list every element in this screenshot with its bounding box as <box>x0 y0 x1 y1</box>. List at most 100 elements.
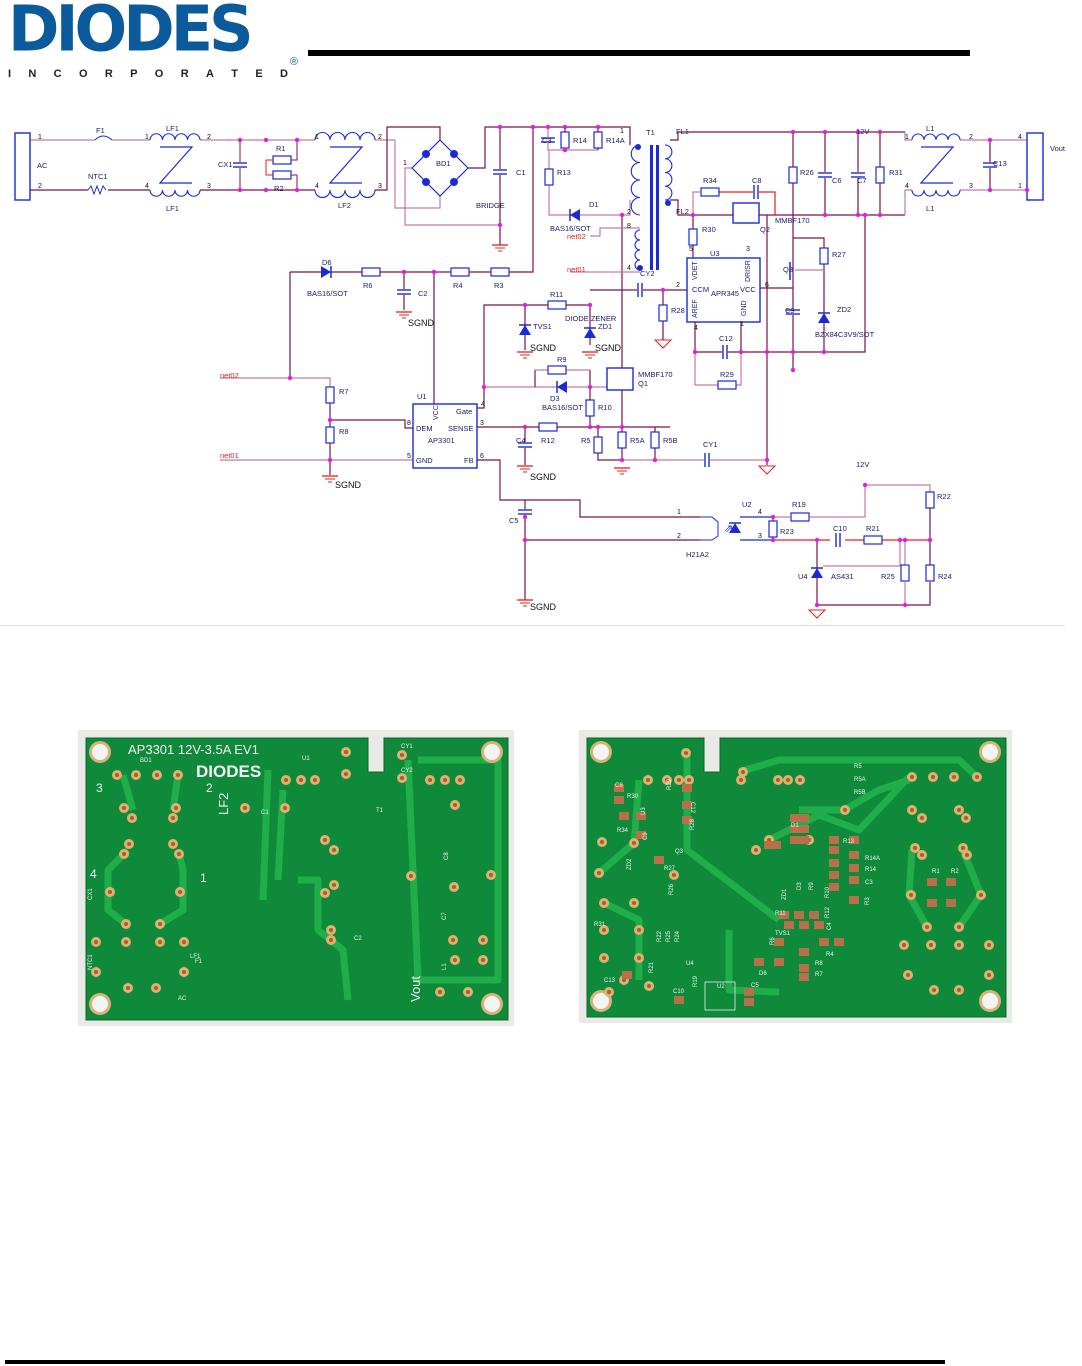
mounting-hole <box>484 744 500 760</box>
resistor-symbol <box>819 247 829 265</box>
drill-hole <box>174 806 178 810</box>
pcb-board <box>85 737 509 1021</box>
resistor-symbol <box>585 399 595 417</box>
resistor-symbol <box>875 166 885 184</box>
mosfet-q2 <box>732 202 760 224</box>
capacitor-symbol <box>818 172 832 178</box>
drill-hole <box>665 778 669 782</box>
diode-symbol <box>556 381 567 393</box>
silkscreen-text: 4 <box>90 867 97 881</box>
wire <box>904 189 912 215</box>
registered-mark: ® <box>290 56 299 68</box>
smd-pad <box>829 871 839 879</box>
pin-number: 1 <box>145 134 149 141</box>
silkscreen-text: T1 <box>376 808 384 814</box>
pin-number: 5 <box>689 246 693 253</box>
component-label: R11 <box>550 290 563 299</box>
component-label: D6 <box>322 258 332 267</box>
drill-hole <box>453 803 457 807</box>
inductor-coil <box>149 189 201 197</box>
smd-pad <box>682 784 692 792</box>
smd-pad <box>784 921 794 929</box>
drill-hole <box>329 928 333 932</box>
pin-number: 6 <box>765 282 769 289</box>
junction-dot <box>862 482 868 488</box>
silkscreen-text: CY1 <box>401 744 413 750</box>
logo-letter: P <box>130 68 138 80</box>
smd-pad <box>744 988 754 996</box>
resistor-symbol <box>450 267 470 277</box>
component-label: C10 <box>833 524 847 533</box>
drill-hole <box>684 751 688 755</box>
drill-hole <box>909 893 913 897</box>
component-label: LF1 <box>166 204 179 213</box>
component-label: Q1 <box>638 379 648 388</box>
component-label: R28 <box>671 306 685 315</box>
drill-hole <box>632 841 636 845</box>
smd-pad <box>809 911 819 919</box>
component-label: R24 <box>938 572 952 581</box>
silkscreen-text: R12 <box>825 906 831 918</box>
silkscreen-text: R9 <box>809 882 815 890</box>
silkscreen-text: R30 <box>627 794 639 800</box>
component-label: D3 <box>550 394 560 403</box>
silkscreen-text: R26 <box>669 883 675 895</box>
smd-pad <box>636 831 646 839</box>
drill-hole <box>115 773 119 777</box>
capacitor-symbol <box>233 162 247 168</box>
component-label: C7 <box>857 176 867 185</box>
silkscreen-text: CX1 <box>88 888 94 900</box>
component-label: SGND <box>530 343 557 353</box>
component-label: R12 <box>541 436 555 445</box>
smd-pad <box>799 836 809 844</box>
drill-hole <box>687 778 691 782</box>
vout-connector <box>1026 132 1044 201</box>
drill-hole <box>122 806 126 810</box>
wire <box>330 419 413 429</box>
drill-hole <box>957 925 961 929</box>
silkscreen-text: F1 <box>195 959 203 965</box>
controller-u3 <box>686 257 761 323</box>
component-label: TVS1 <box>533 322 552 331</box>
drill-hole <box>182 940 186 944</box>
ground-icon <box>396 311 412 319</box>
common-mode-choke-core <box>919 146 955 184</box>
silkscreen-text: Vout <box>408 976 423 1002</box>
silkscreen-text: LF2 <box>216 793 231 815</box>
capacitor-symbol <box>722 345 728 359</box>
ground-icon <box>807 609 827 619</box>
pin-number: 1 <box>403 160 407 167</box>
junction-dot <box>822 129 828 135</box>
junction-dot <box>263 187 269 193</box>
smd-pad <box>834 938 844 946</box>
wire <box>477 304 591 409</box>
drill-hole <box>243 806 247 810</box>
silkscreen-text: C1 <box>261 810 269 816</box>
smd-pad <box>674 996 684 1004</box>
component-label: net02 <box>567 232 586 241</box>
component-label: AS431 <box>831 572 854 581</box>
smd-pad <box>771 841 781 849</box>
capacitor-symbol <box>637 283 643 297</box>
silkscreen-text: LF1 <box>190 954 201 960</box>
smd-pad <box>829 883 839 891</box>
drill-hole <box>906 973 910 977</box>
silkscreen-text: NTC1 <box>88 954 94 970</box>
component-label: R14A <box>606 136 625 145</box>
smd-pad <box>799 814 809 822</box>
capacitor-symbol <box>835 533 841 547</box>
resistor-symbol <box>900 564 910 582</box>
silkscreen-text: BD1 <box>140 758 152 764</box>
component-label: SGND <box>335 480 362 490</box>
inductor-coil <box>314 132 376 141</box>
junction-dot <box>652 457 658 463</box>
component-label: SGND <box>530 472 557 482</box>
component-label: 12V <box>856 127 869 136</box>
drill-hole <box>957 943 961 947</box>
drill-hole <box>284 778 288 782</box>
component-label: U2 <box>742 500 752 509</box>
logo-letter: R <box>180 68 189 80</box>
capacitor-symbol <box>851 172 865 178</box>
